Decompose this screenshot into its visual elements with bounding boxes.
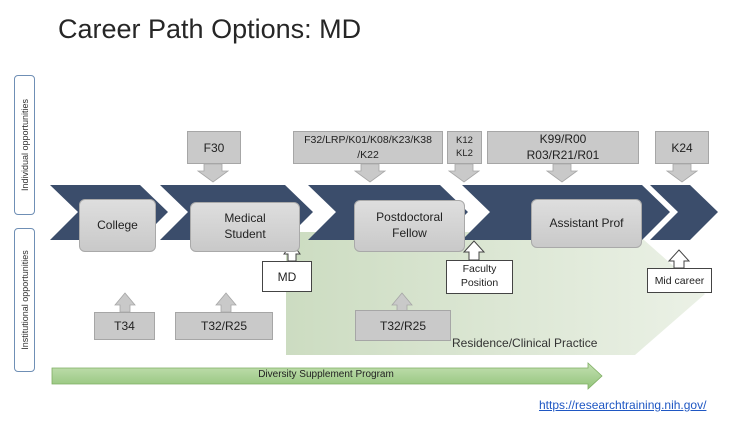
- down-arrow-f30: [196, 163, 230, 183]
- stage-assistant-prof: Assistant Prof: [531, 199, 642, 248]
- t34-box: T34: [94, 312, 155, 340]
- down-arrow-f32: [353, 163, 387, 183]
- up-arrow-t32-r25-a: [215, 292, 237, 313]
- k99-r00-box: K99/R00 R03/R21/R01: [487, 131, 639, 164]
- up-arrow-faculty: [462, 240, 486, 261]
- research-training-link[interactable]: https://researchtraining.nih.gov/: [539, 398, 707, 412]
- diversity-arrow: [51, 362, 603, 390]
- f32-lrp-k-box: F32/LRP/K01/K08/K23/K38 /K22: [293, 131, 443, 164]
- down-arrow-k99: [545, 163, 579, 183]
- diversity-supplement-label: Diversity Supplement Program: [258, 369, 394, 380]
- k24-box: K24: [655, 131, 709, 164]
- chevron-mid-career: [650, 185, 718, 240]
- milestone-md: MD: [262, 261, 312, 292]
- page-title: Career Path Options: MD: [58, 14, 362, 44]
- t32-r25-box-2: T32/R25: [355, 310, 451, 341]
- residence-clinical-practice-label: Residence/Clinical Practice: [452, 336, 598, 350]
- stage-college: College: [79, 199, 156, 252]
- institutional-opportunities-panel: Institutional opportunities: [14, 228, 35, 372]
- up-arrow-mid-career: [667, 249, 691, 269]
- down-arrow-k12: [447, 163, 481, 183]
- k12-kl2-box: K12 KL2: [447, 131, 482, 164]
- individual-opportunities-panel: Individual opportunities: [14, 75, 35, 215]
- up-arrow-t34: [114, 292, 136, 313]
- stage-medical-student: Medical Student: [190, 202, 300, 252]
- milestone-mid-career: Mid career: [647, 268, 712, 293]
- stage-postdoctoral-fellow: Postdoctoral Fellow: [354, 200, 465, 252]
- down-arrow-k24: [665, 163, 699, 183]
- milestone-faculty-position: Faculty Position: [446, 260, 513, 294]
- up-arrow-t32-r25-b: [391, 292, 413, 313]
- t32-r25-box-1: T32/R25: [175, 312, 273, 340]
- f30-box: F30: [187, 131, 241, 164]
